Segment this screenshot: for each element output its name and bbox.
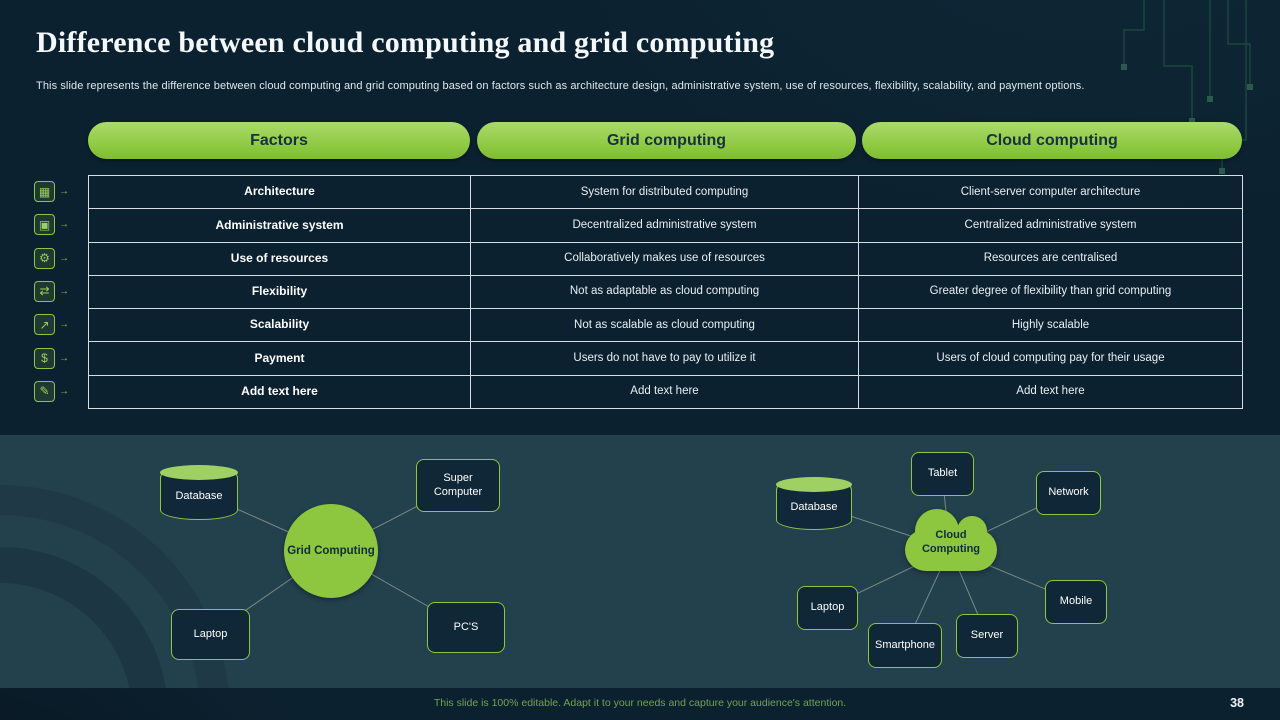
table-row: Scalability Not as scalable as cloud com… [88,308,1243,343]
icon-row: ▣ → [34,208,84,241]
arrow-icon: → [59,252,69,264]
cloud-node-mobile: Mobile [1045,580,1107,624]
factor-cell: Flexibility [88,274,471,310]
node-label: Server [970,629,1004,642]
cylinder-top [776,477,852,492]
icon-row: ▦ → [34,175,84,208]
icon-row: ↗ → [34,308,84,341]
cloud-node-tablet: Tablet [911,452,974,496]
node-label: Network [1048,486,1089,499]
icon-row: ⇄ → [34,275,84,308]
factor-cell: Scalability [88,308,471,343]
node-label: Mobile [1059,595,1093,608]
node-label: PC'S [453,620,479,633]
arrow-icon: → [59,385,69,397]
header-pill-cloud-computing: Cloud computing [862,122,1242,159]
cloud-node-laptop: Laptop [797,586,858,630]
flexibility-icon: ⇄ [34,280,55,302]
grid-cell: Not as adaptable as cloud computing [470,274,859,310]
icon-row: $ → [34,341,84,374]
slide-subtitle: This slide represents the difference bet… [36,80,1085,92]
cloud-node-network: Network [1036,471,1101,515]
hub-label: Cloud Computing [921,528,981,555]
factor-cell: Administrative system [88,208,471,243]
grid-node-laptop: Laptop [171,609,250,660]
factor-cell: Payment [88,341,471,376]
factor-cell: Architecture [88,174,471,210]
header-pill-label: Cloud computing [986,131,1118,149]
diagram-panel: Database Super Computer Laptop PC'S Grid… [0,435,1280,688]
scalability-icon: ↗ [34,314,55,336]
cloud-node-server: Server [956,614,1018,658]
table-row: Architecture System for distributed comp… [88,174,1243,210]
page-number: 38 [1230,696,1244,710]
footer-note: This slide is 100% editable. Adapt it to… [433,697,847,709]
cloud-computing-hub: Cloud Computing [905,509,997,571]
node-label: Database [175,490,223,502]
architecture-icon: ▦ [34,181,55,203]
node-label: Tablet [927,467,958,480]
grid-cell: Add text here [470,374,859,410]
row-icon-rail: ▦ → ▣ → ⚙ → ⇄ → ↗ → $ → ✎ → [34,175,84,408]
node-label: Smartphone [875,638,935,651]
arrow-icon: → [59,219,69,231]
node-label: Super Computer [433,471,483,498]
grid-cell: Decentralized administrative system [470,208,859,243]
grid-node-database: Database [160,465,238,520]
cloud-node-smartphone: Smartphone [868,623,942,668]
factor-cell: Use of resources [88,241,471,276]
node-label: Laptop [810,601,845,614]
table-row: Use of resources Collaboratively makes u… [88,241,1243,276]
cloud-cell: Centralized administrative system [858,208,1243,243]
grid-cell: Collaboratively makes use of resources [470,241,859,276]
circuit-decoration-icon [1121,0,1253,174]
icon-row: ✎ → [34,375,84,408]
header-pill-grid-computing: Grid computing [477,122,856,159]
arrow-icon: → [59,186,69,198]
header-pill-label: Grid computing [606,131,727,149]
cylinder-top [160,465,238,480]
grid-cell: Users do not have to pay to utilize it [470,341,859,376]
table-row: Flexibility Not as adaptable as cloud co… [88,274,1243,310]
header-pill-factors: Factors [88,122,470,159]
cloud-cell: Highly scalable [858,308,1243,343]
grid-cell: System for distributed computing [470,174,859,210]
arrow-icon: → [59,285,69,297]
admin-system-icon: ▣ [34,214,55,236]
table-row: Payment Users do not have to pay to util… [88,341,1243,376]
slide-title: Difference between cloud computing and g… [36,26,775,59]
grid-node-super-computer: Super Computer [416,459,500,512]
arrow-icon: → [59,319,69,331]
cloud-cell: Users of cloud computing pay for their u… [858,341,1243,376]
cloud-cell: Resources are centralised [858,241,1243,276]
grid-cell: Not as scalable as cloud computing [470,308,859,343]
node-label: Laptop [193,627,228,640]
cloud-cell: Client-server computer architecture [858,174,1243,210]
add-text-icon: ✎ [34,380,55,402]
factor-cell: Add text here [88,374,471,410]
payment-icon: $ [34,347,55,369]
table-row: Add text here Add text here Add text her… [88,374,1243,410]
icon-row: ⚙ → [34,242,84,275]
hub-label: Grid Computing [287,544,375,557]
table-row: Administrative system Decentralized admi… [88,208,1243,243]
arrow-icon: → [59,352,69,364]
grid-node-pcs: PC'S [427,602,505,653]
resources-icon: ⚙ [34,247,55,269]
comparison-table: Architecture System for distributed comp… [88,174,1243,410]
cloud-node-database: Database [776,477,852,530]
cloud-cell: Add text here [858,374,1243,410]
grid-computing-hub: Grid Computing [284,504,378,598]
header-pill-label: Factors [250,131,308,149]
cloud-cell: Greater degree of flexibility than grid … [858,274,1243,310]
node-label: Database [790,501,838,513]
